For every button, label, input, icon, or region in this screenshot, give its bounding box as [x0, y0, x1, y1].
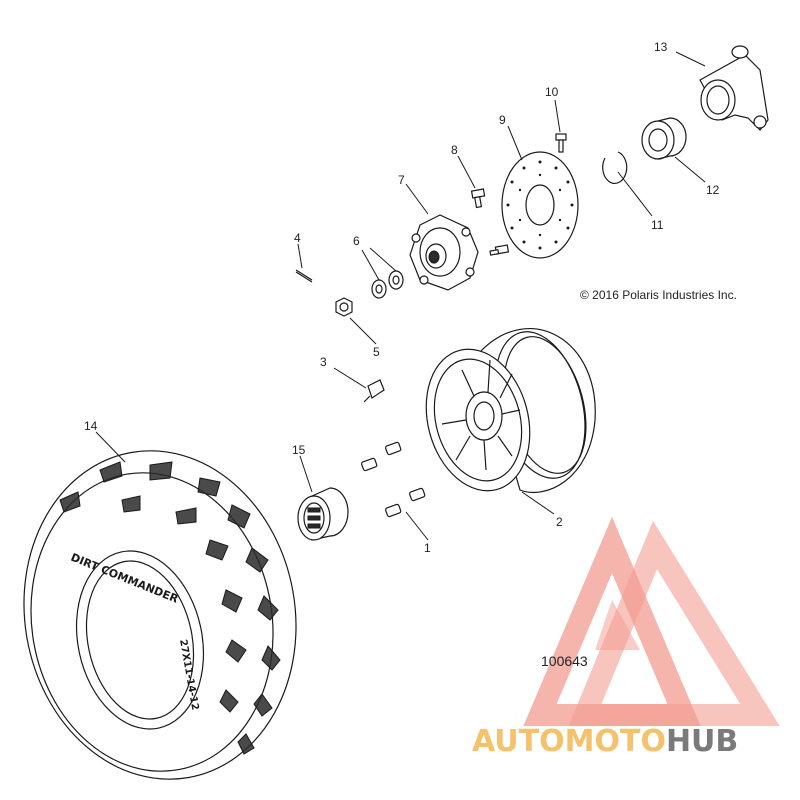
tire-tread-blocks: [59, 461, 281, 755]
part-13-knuckle[interactable]: [699, 45, 769, 131]
brand-part-1: AUTOMOTO: [472, 724, 666, 759]
callout-7[interactable]: 7: [398, 173, 405, 187]
part-7-wheel-hub[interactable]: [409, 214, 479, 291]
part-2-wheel-rim[interactable]: [411, 322, 600, 503]
callout-2[interactable]: 2: [556, 515, 563, 529]
callout-4[interactable]: 4: [294, 231, 301, 245]
callout-13[interactable]: 13: [654, 40, 668, 54]
callout-9[interactable]: 9: [499, 113, 506, 127]
part-5-nut[interactable]: [335, 297, 353, 317]
brand-part-2: HUB: [666, 724, 738, 759]
callout-labels: 1 2 3 4 5 6 7 8 9 10 11 12 13 14 15: [84, 40, 720, 555]
copyright-text: © 2016 Polaris Industries Inc.: [580, 288, 737, 302]
watermark-logo: [523, 516, 780, 726]
callout-12[interactable]: 12: [706, 183, 720, 197]
callout-6[interactable]: 6: [353, 234, 360, 248]
watermark-brand: AUTOMOTOHUB: [472, 724, 738, 759]
wheel-spokes: [441, 359, 521, 471]
part-10-bolt[interactable]: [555, 133, 567, 153]
brake-disc-holes: [506, 160, 574, 250]
part-4-cotter-pin[interactable]: [295, 269, 313, 283]
diagram-ref-number: 100643: [541, 653, 588, 669]
part-12-bearing[interactable]: [641, 117, 687, 160]
part-1-lug-nuts[interactable]: [361, 441, 426, 518]
part-3-valve-stem[interactable]: [363, 379, 385, 403]
callout-11[interactable]: 11: [651, 218, 664, 232]
part-14-tire[interactable]: DIRT COMMANDER 27X11-14-12: [0, 429, 322, 800]
callout-10[interactable]: 10: [545, 85, 559, 99]
callout-5[interactable]: 5: [373, 345, 380, 359]
svg-text:AUTOMOTOHUB: AUTOMOTOHUB: [472, 724, 738, 759]
callout-1[interactable]: 1: [424, 541, 431, 555]
callout-14[interactable]: 14: [84, 419, 98, 433]
part-11-retaining-ring[interactable]: [602, 151, 628, 184]
callout-15[interactable]: 15: [292, 443, 306, 457]
part-9-brake-disc[interactable]: [501, 151, 579, 259]
callout-3[interactable]: 3: [320, 355, 327, 369]
leader-lines: [95, 51, 706, 541]
callout-8[interactable]: 8: [451, 143, 458, 157]
part-15-center-cap[interactable]: [297, 487, 349, 541]
part-8-bolts[interactable]: [470, 188, 510, 256]
